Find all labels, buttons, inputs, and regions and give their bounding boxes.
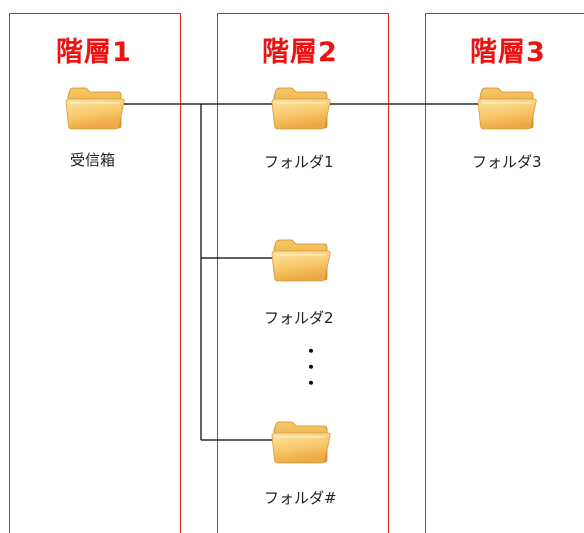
folder-label-folder1: フォルダ1 [264, 153, 334, 171]
layer-column-3 [425, 13, 584, 533]
folder-icon-folder1[interactable] [270, 82, 332, 132]
folder-icon-folder-n[interactable] [270, 416, 332, 466]
folder-label-folder-n: フォルダ# [264, 489, 337, 507]
connector-lines [122, 103, 480, 441]
folder-label-inbox: 受信箱 [70, 151, 116, 169]
layer-3-title: 階層3 [470, 37, 546, 68]
folder-label-folder2: フォルダ2 [264, 309, 334, 327]
layer-column-2 [217, 13, 389, 533]
folder-icon-folder3[interactable] [476, 82, 538, 132]
layer-2-title: 階層2 [262, 37, 338, 68]
layer-1-title: 階層1 [56, 37, 132, 68]
folder-label-folder3: フォルダ3 [472, 153, 542, 171]
ellipsis: ・・・ [300, 343, 319, 391]
folder-icon-folder2[interactable] [270, 234, 332, 284]
layer-column-1 [9, 13, 181, 533]
folder-icon-inbox[interactable] [64, 82, 126, 132]
